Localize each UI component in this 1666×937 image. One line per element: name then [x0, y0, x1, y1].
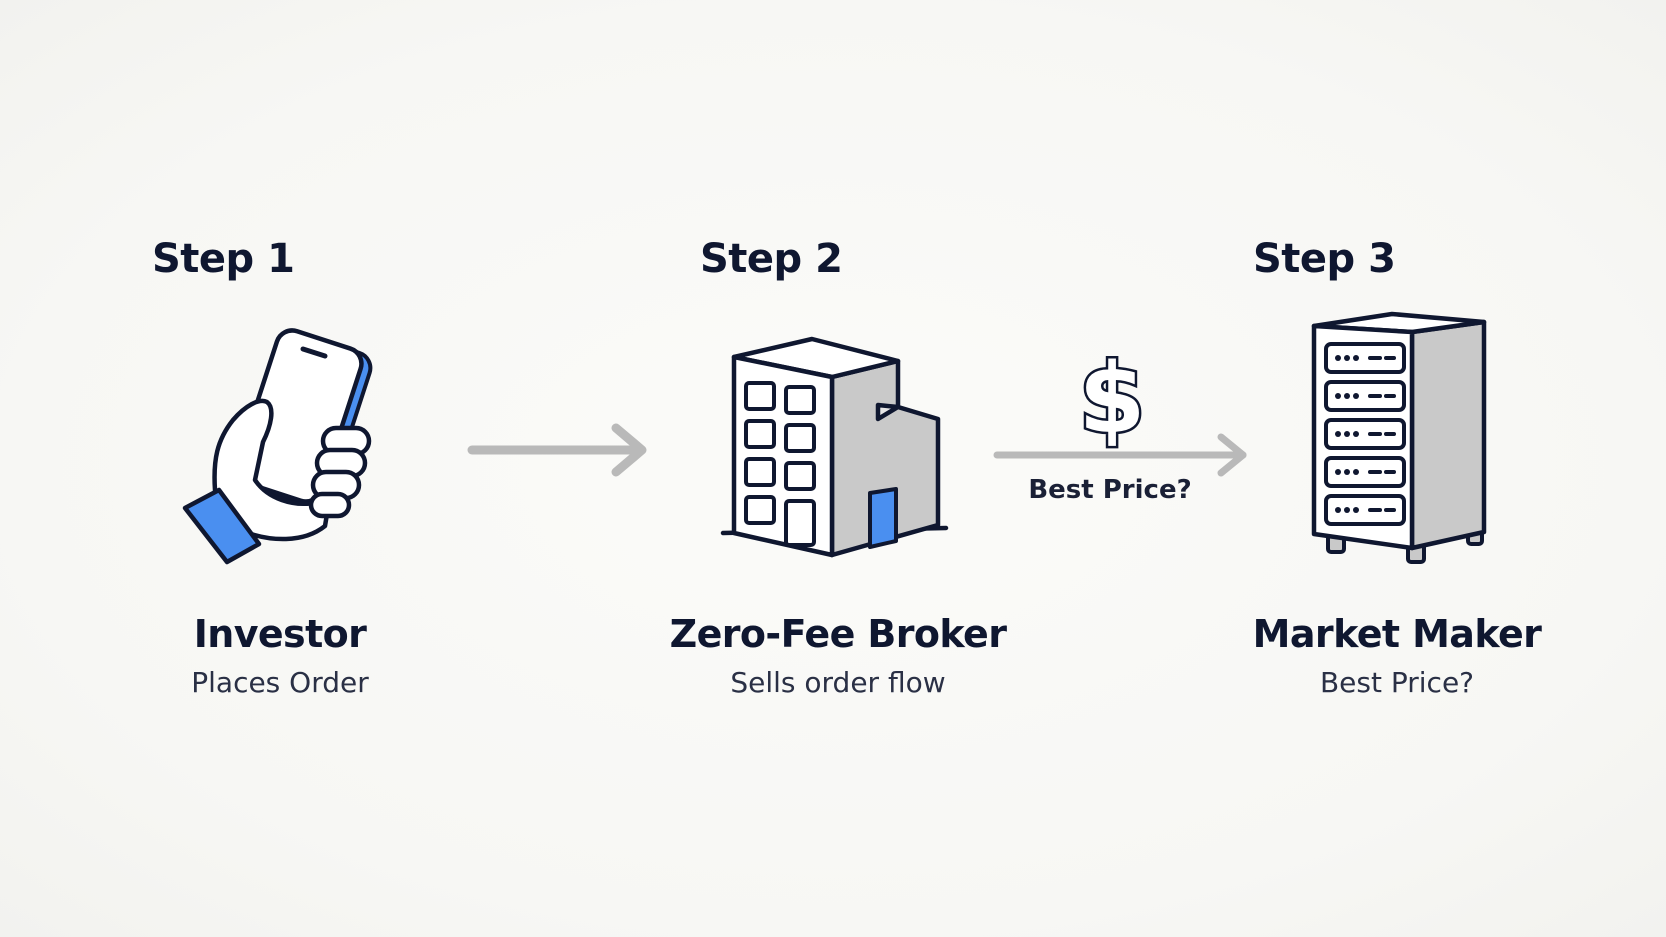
office-building-icon [720, 336, 949, 558]
node-title-investor: Investor [193, 612, 367, 656]
arrow-broker-to-market-maker [993, 433, 1247, 477]
dollar-sign-icon: $ [1076, 341, 1148, 458]
node-subtitle-market-maker: Best Price? [1319, 666, 1475, 699]
node-subtitle-broker: Sells order flow [730, 666, 946, 699]
server-rack-icon [1311, 311, 1487, 564]
hand-phone-icon [182, 328, 373, 565]
svg-text:$: $ [1079, 343, 1146, 455]
arrow-investor-to-broker [467, 423, 647, 477]
step-3-label: Step 3 [1253, 236, 1396, 282]
node-subtitle-investor: Places Order [191, 666, 369, 699]
step-2-label: Step 2 [700, 236, 843, 282]
edge-label-best-price: Best Price? [1028, 475, 1192, 505]
node-title-broker: Zero-Fee Broker [669, 612, 1007, 656]
node-title-market-maker: Market Maker [1252, 612, 1542, 656]
step-1-label: Step 1 [152, 236, 295, 282]
